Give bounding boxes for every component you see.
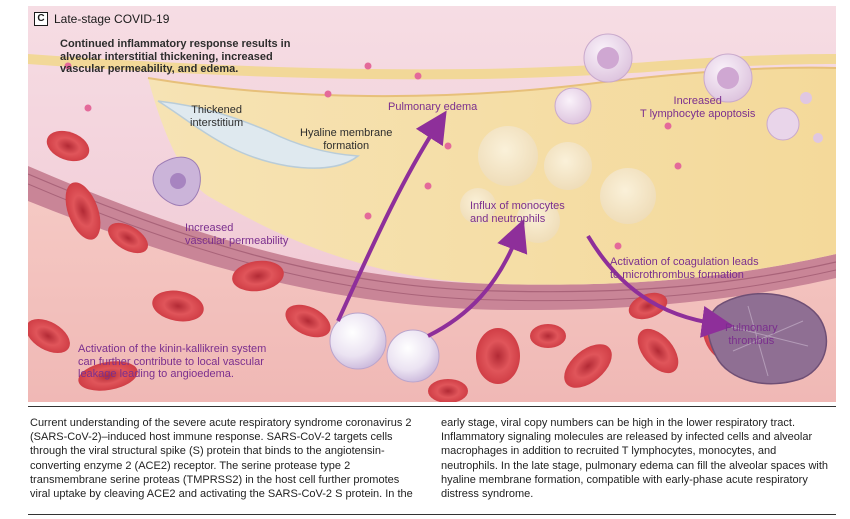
arrow-coagulation <box>586 234 734 338</box>
arrow-pulmonary-edema <box>336 110 447 322</box>
red-blood-cell <box>65 182 101 240</box>
illustration <box>28 6 836 402</box>
caption-bottom-rule <box>28 514 836 515</box>
label-monocyte-influx: Influx of monocytes and neutrophils <box>470 200 565 225</box>
red-blood-cell <box>232 260 284 292</box>
red-blood-cell <box>78 361 138 391</box>
label-coagulation: Activation of coagulation leads to micro… <box>610 256 759 281</box>
panel-title: Late-stage COVID-19 <box>54 12 170 26</box>
red-blood-cell <box>285 304 331 338</box>
t-lymphocyte <box>554 87 592 125</box>
intro-text: Continued inflammatory response results … <box>60 38 291 75</box>
red-blood-cell <box>46 130 90 162</box>
label-pulmonary-edema: Pulmonary edema <box>388 101 478 113</box>
red-blood-cell <box>530 324 566 348</box>
hyaline-membrane <box>157 100 360 169</box>
red-blood-cell <box>428 379 468 402</box>
red-blood-cell <box>564 344 612 388</box>
panel-letter: C <box>34 12 48 26</box>
caption-left-column: Current understanding of the severe acut… <box>30 417 413 501</box>
red-blood-cell <box>152 290 204 322</box>
label-pulmonary-thrombus: Pulmonary thrombus <box>725 322 778 347</box>
red-blood-cell <box>637 328 679 374</box>
leukocyte <box>329 312 387 370</box>
red-blood-cell <box>476 328 520 384</box>
label-vascular-permeability: Increased vascular permeability <box>185 222 289 247</box>
apoptotic-t-cell <box>766 107 800 141</box>
label-t-cell-apoptosis: Increased T lymphocyte apoptosis <box>640 95 756 120</box>
label-kinin-kallikrein: Activation of the kinin-kallikrein syste… <box>78 343 267 380</box>
capillary-lumen <box>28 196 836 402</box>
arrow-monocyte-influx <box>427 219 528 338</box>
red-blood-cell <box>108 222 148 254</box>
red-blood-cell <box>28 318 70 354</box>
label-hyaline-membrane: Hyaline membrane formation <box>300 127 393 152</box>
red-blood-cell <box>628 292 668 320</box>
leukocyte <box>386 329 440 383</box>
pulmonary-thrombus <box>707 293 828 385</box>
caption-top-rule <box>28 406 836 407</box>
caption-right-column: early stage, viral copy numbers can be h… <box>441 417 829 501</box>
panel-header: C Late-stage COVID-19 <box>34 12 169 26</box>
label-thickened-interstitium: Thickened interstitium <box>190 104 244 129</box>
vessel-wall <box>28 166 836 311</box>
